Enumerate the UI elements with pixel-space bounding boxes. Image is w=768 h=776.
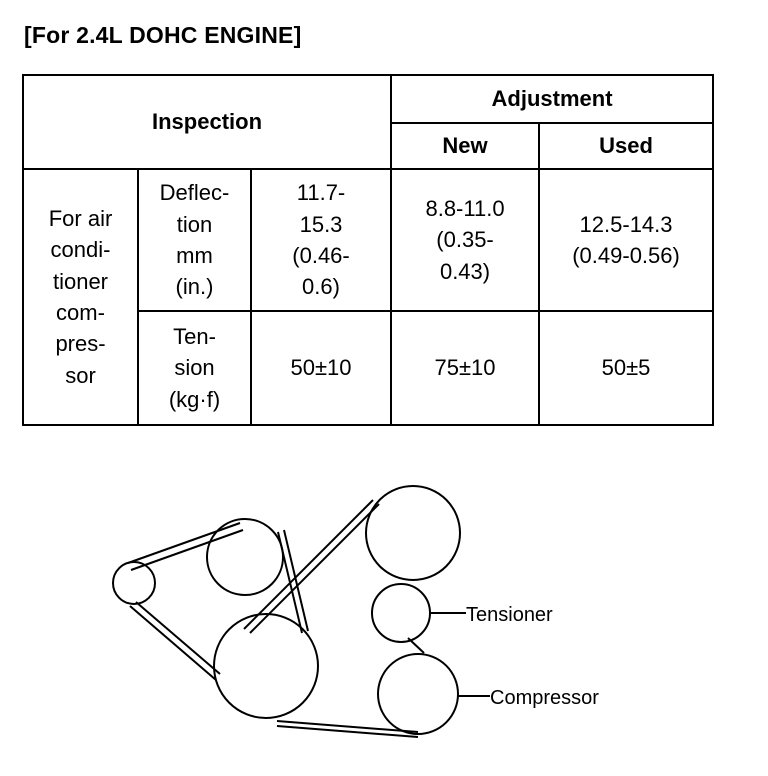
text-line: mm (176, 243, 213, 268)
belt-segment (135, 601, 221, 675)
table-header-row: Inspection Adjustment (21, 74, 715, 170)
text-line: 8.8-11.0 (425, 195, 505, 221)
deflection-inspection-cell: 11.7- 15.3 (0.46- 0.6) (249, 168, 393, 312)
used-header: Used (538, 122, 715, 170)
table-row-tension: Ten-sion (kg·f) 50±10 75±10 50±5 (23, 310, 715, 426)
belt-segment (276, 720, 419, 733)
row-group-label-lines: For air condi-tioner com-pres-sor (24, 203, 137, 392)
adjustment-header: Adjustment (390, 74, 715, 124)
text-line: (0.46- (292, 243, 350, 268)
text-line: (in.) (175, 274, 214, 300)
new-header: New (390, 122, 541, 170)
page-heading: [For 2.4L DOHC ENGINE] (24, 22, 302, 48)
belt-segment (249, 503, 380, 634)
belt-spec-table: Inspection Adjustment New Used For air co… (21, 74, 715, 426)
tensioner-pulley (371, 583, 431, 643)
tension-new-cell: 75±10 (390, 310, 541, 426)
table-row-deflection: For air condi-tioner com-pres-sor Deflec-t… (22, 168, 715, 426)
text-line: (kg·f) (168, 386, 221, 412)
text-line: (0.49-0.56) (572, 243, 680, 268)
alternator-pulley (206, 518, 284, 596)
text-line: (0.35- (436, 227, 494, 253)
power-steering-pulley (365, 485, 461, 581)
text-line: sor (65, 362, 96, 388)
text-line: 12.5-14.3 (579, 211, 673, 237)
text-line: com- (56, 300, 105, 325)
text-line: tioner (52, 268, 109, 294)
text-line: Ten- (173, 323, 216, 349)
crankshaft-pulley (213, 613, 319, 719)
tension-used-cell: 50±5 (538, 310, 715, 426)
tension-label-lines: Ten-sion (kg·f) (139, 321, 250, 415)
belt-segment (130, 529, 244, 571)
text-line: 15.3 (299, 211, 343, 237)
table-subheader-row: New Used (23, 122, 715, 170)
deflection-new-cell: 8.8-11.0 (0.35- 0.43) (390, 168, 541, 312)
deflection-inspection-lines: 11.7- 15.3 (0.46- 0.6) (252, 177, 390, 303)
belt-segment (127, 522, 241, 564)
deflection-used-cell: 12.5-14.3 (0.49-0.56) (538, 168, 715, 312)
idler-pulley-small (112, 561, 156, 605)
inspection-header: Inspection (21, 74, 393, 170)
deflection-used-lines: 12.5-14.3 (0.49-0.56) (540, 209, 712, 272)
text-line: 0.6) (302, 274, 340, 300)
compressor-pulley (377, 653, 459, 735)
text-line: 11.7- (296, 180, 346, 206)
tension-label: Ten-sion (kg·f) (137, 310, 252, 426)
tensioner-label: Tensioner (466, 604, 553, 626)
deflection-label: Deflec-tion mm (in.) (137, 168, 252, 312)
belt-routing-diagram: Tensioner Compressor (112, 485, 599, 738)
compressor-label: Compressor (490, 687, 599, 709)
text-line: Deflec- (159, 180, 230, 206)
text-line: For air (48, 205, 113, 231)
text-line: sion (174, 355, 215, 381)
deflection-label-lines: Deflec-tion mm (in.) (139, 177, 250, 303)
belt-segment (276, 725, 419, 738)
text-line: pres- (55, 331, 106, 357)
belt-segment (243, 499, 374, 630)
row-group-label: For air condi-tioner com-pres-sor (22, 168, 139, 426)
text-line: 0.43) (439, 258, 491, 284)
text-line: tion (176, 211, 213, 237)
belt-segment (129, 605, 217, 681)
tension-inspection-cell: 50±10 (249, 310, 393, 426)
belt-segment (283, 529, 309, 632)
text-line: condi- (50, 237, 111, 263)
deflection-new-lines: 8.8-11.0 (0.35- 0.43) (392, 193, 538, 287)
